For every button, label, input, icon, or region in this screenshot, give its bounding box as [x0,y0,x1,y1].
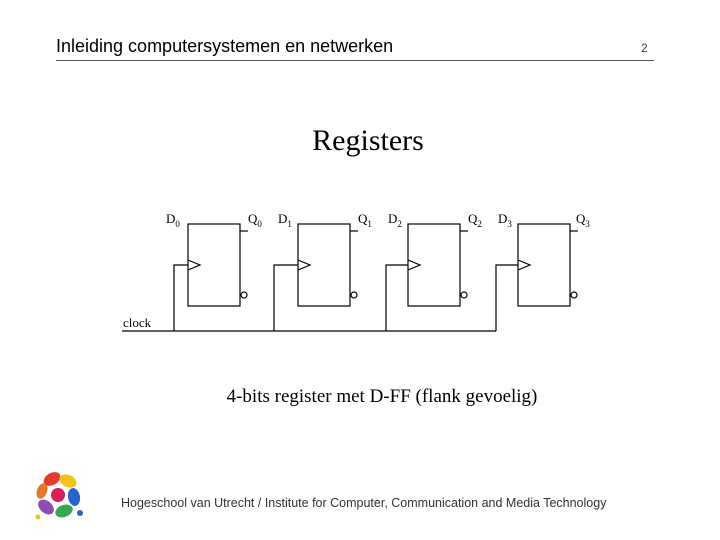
d-input-label: D0 [166,211,180,229]
page-number: 2 [641,41,648,55]
logo-petal [43,472,61,486]
header-title: Inleiding computersystemen en netwerken [56,36,394,56]
clock-triangle [407,259,422,271]
slide-title: Registers [312,124,424,157]
flipflop-box [297,223,351,307]
logo-petal [36,483,48,499]
logo-speck [77,510,83,516]
d-input-label: D2 [388,211,402,229]
logo-petal [59,474,77,488]
flipflop-3: D3 Q3 [498,211,590,307]
clock-wiring [122,264,518,332]
q-output-label: Q1 [358,211,372,229]
d-input-label: D3 [498,211,512,229]
q-output-label: Q3 [576,211,590,229]
clock-label: clock [123,315,152,330]
logo-center [51,488,65,502]
clock-triangle [297,259,312,271]
flipflop-box [187,223,241,307]
clock-triangle [517,259,532,271]
logo-petal [38,499,54,515]
qbar-bubble [570,291,578,299]
logo-speck [35,514,41,520]
qbar-bubble [240,291,248,299]
flipflop-1: D1 Q1 [278,211,372,307]
logo-petal [67,488,81,506]
flipflop-2: D2 Q2 [388,211,482,307]
q-output-label: Q0 [248,211,262,229]
d-input-label: D1 [278,211,292,229]
footer-institution: Hogeschool van Utrecht / Institute for C… [121,496,607,510]
flipflop-box [407,223,461,307]
q-output-label: Q2 [468,211,482,229]
flipflop-box [517,223,571,307]
logo-petal [55,504,73,518]
header-divider [56,60,654,61]
qbar-bubble [350,291,358,299]
flipflop-0: D0 Q0 [166,211,262,307]
hogeschool-utrecht-logo-icon [35,472,83,520]
register-diagram: D0 Q0 D1 Q1 D2 Q2 D3 Q3 clock [122,211,590,332]
qbar-bubble [460,291,468,299]
clock-triangle [187,259,202,271]
slide-caption: 4-bits register met D-FF (flank gevoelig… [226,386,538,407]
